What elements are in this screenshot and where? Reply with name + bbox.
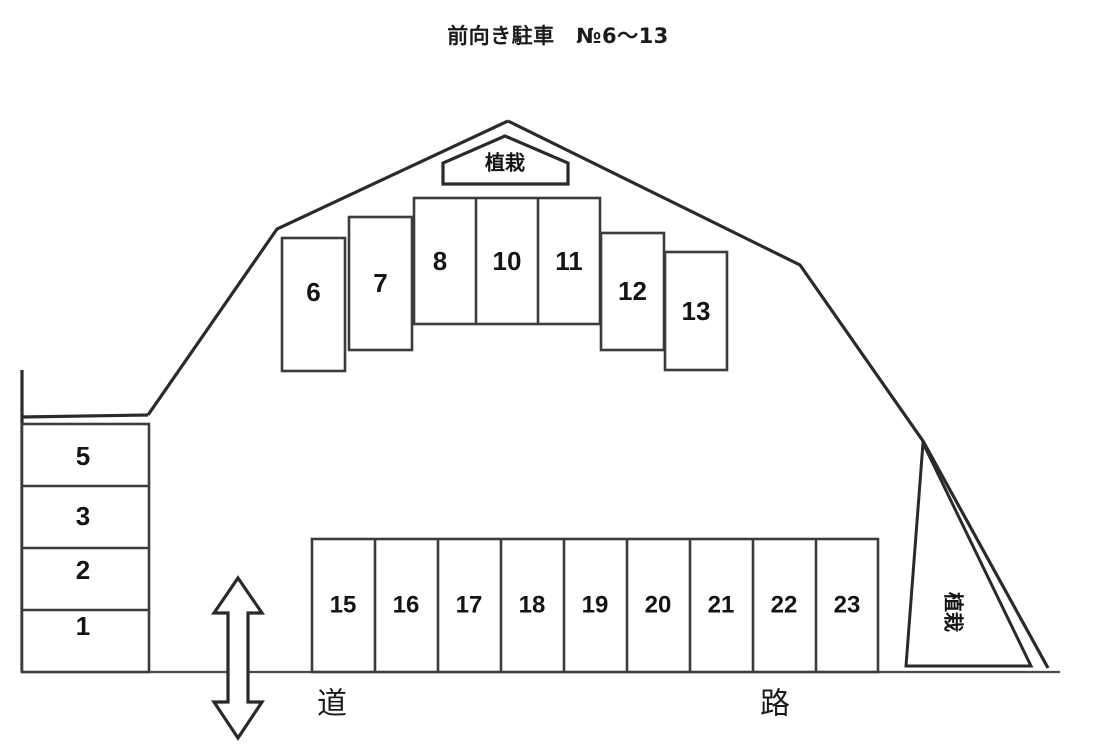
boundary-right-diagonal (507, 119, 1050, 669)
road-label-right: 路 (760, 687, 790, 722)
stall-2-label: 2 (76, 555, 90, 585)
stall-13-label: 13 (682, 296, 711, 326)
planting-area-top: 植栽 (441, 134, 570, 186)
stall-7-box[interactable] (347, 215, 414, 352)
left-stall-column: 5 3 2 1 (20, 422, 151, 674)
stall-12-box[interactable] (599, 231, 666, 352)
stall-7[interactable]: 7 (347, 215, 414, 352)
stall-1-label: 1 (76, 611, 90, 641)
stall-18-label: 18 (519, 591, 546, 618)
road-labels: 道 路 (317, 687, 790, 722)
stall-13[interactable]: 13 (663, 250, 729, 372)
stall-12-label: 12 (618, 276, 647, 306)
road-label-left: 道 (317, 687, 347, 722)
stall-5-label: 5 (76, 441, 90, 471)
stall-8-label: 8 (433, 246, 447, 276)
stall-11-label: 11 (555, 246, 583, 276)
stall-21-label: 21 (708, 591, 735, 618)
stall-23-label: 23 (834, 591, 861, 618)
stall-6-label: 6 (306, 277, 320, 307)
two-way-arrow-shape (210, 575, 266, 741)
planting-right-shape (904, 437, 1034, 668)
boundary-left-diagonal (146, 119, 509, 416)
planting-area-right: 植栽 (904, 437, 1034, 668)
stall-7-label: 7 (373, 268, 387, 298)
stall-10-label: 10 (493, 246, 522, 276)
stall-20-label: 20 (645, 591, 672, 618)
planting-top-shape (441, 134, 570, 186)
two-way-arrow-icon (210, 575, 266, 741)
stall-3-label: 3 (76, 501, 90, 531)
stall-17-label: 17 (456, 591, 483, 618)
page-title: 前向き駐車 №6〜13 (447, 24, 669, 48)
stall-6-box[interactable] (280, 236, 347, 373)
stall-12[interactable]: 12 (599, 231, 666, 352)
stall-6[interactable]: 6 (280, 236, 347, 373)
stall-22-label: 22 (771, 591, 798, 618)
bottom-stall-row: 15 16 17 18 19 20 21 22 23 (310, 537, 880, 674)
planting-right-label: 植栽 (942, 592, 966, 632)
bottom-row-box (310, 537, 880, 674)
stall-block-8-10-11: 8 10 11 (412, 196, 602, 326)
stall-block-8-10-11-box (412, 196, 602, 326)
planting-top-label: 植栽 (485, 151, 525, 175)
stall-15-label: 15 (330, 591, 357, 618)
boundary-left-top (21, 413, 149, 419)
stall-19-label: 19 (582, 591, 609, 618)
stall-13-box[interactable] (663, 250, 729, 372)
stall-16-label: 16 (393, 591, 420, 618)
upper-stall-row: 6 7 8 10 11 12 (280, 196, 729, 373)
